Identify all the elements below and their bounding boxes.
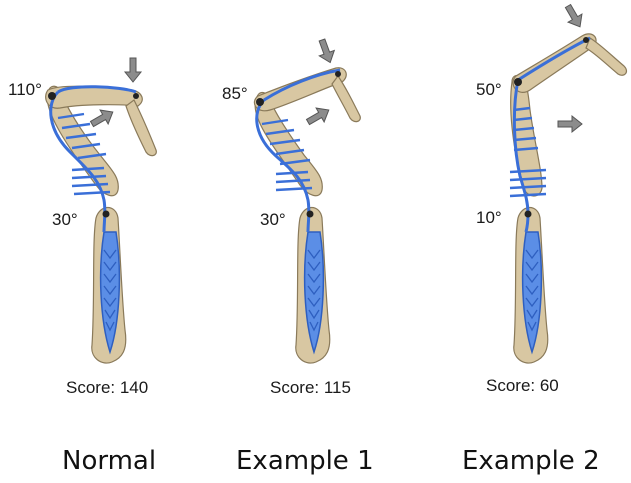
joint-dot-icon [525,211,532,218]
panel-caption: Normal [62,446,156,476]
down-arrow-icon [88,105,117,131]
joint-dot-icon [103,211,110,218]
panel-example-1 [254,37,360,363]
joint-dot-icon [335,71,341,77]
upper-angle-label: 85° [222,84,248,104]
joint-dot-icon [133,93,139,99]
joint-dot-icon [307,211,314,218]
fingertip [332,76,360,122]
fingertip [126,100,156,156]
lower-angle-label: 30° [52,210,78,230]
upper-angle-label: 110° [8,80,42,100]
score-label: Score: 140 [66,378,148,398]
joint-dot-icon [514,78,522,86]
lower-angle-label: 10° [476,208,502,228]
joint-dot-icon [48,92,56,100]
fingertip [586,38,626,75]
score-label: Score: 60 [486,376,559,396]
lower-angle-label: 30° [260,210,286,230]
down-arrow-icon [314,37,337,65]
distal-phalanx [254,68,346,111]
down-arrow-icon [558,116,582,132]
down-arrow-icon [125,58,141,82]
panel-caption: Example 1 [236,446,374,476]
down-arrow-icon [561,2,587,31]
upper-angle-label: 50° [476,80,502,100]
down-arrow-icon [304,103,333,129]
panel-example-2 [510,2,626,363]
joint-dot-icon [256,98,264,106]
joint-dot-icon [583,37,589,43]
score-label: Score: 115 [270,378,351,398]
panel-caption: Example 2 [462,446,600,476]
